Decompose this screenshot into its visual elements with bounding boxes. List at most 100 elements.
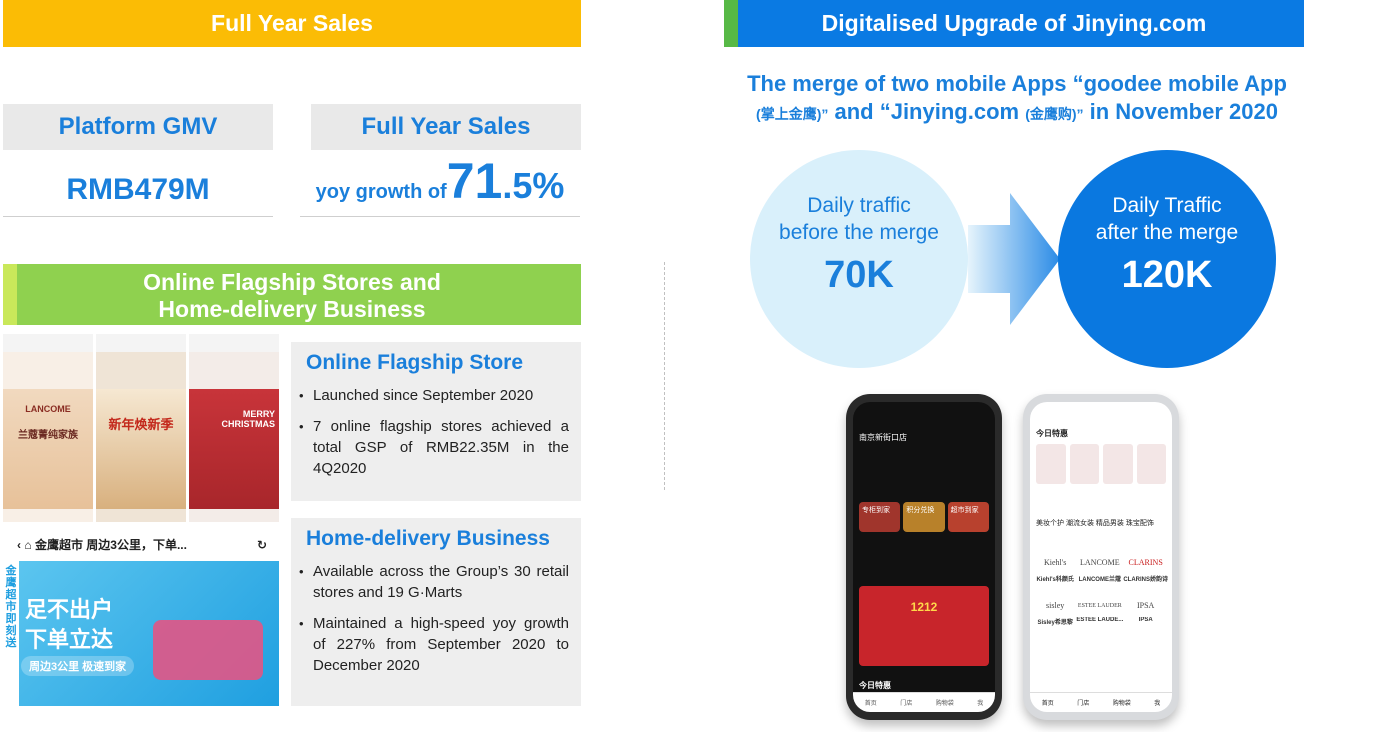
phone-mockup-store: 南京新街口店 专柜到家 积分兑换 超市到家 1212 今日特惠 首页 门店 购物… <box>846 394 1002 720</box>
bottom-nav: 首页 门店 购物袋 我 <box>853 692 995 712</box>
brand-name: Sisley希思黎 <box>1037 620 1073 626</box>
screenshot-headline-1: 足不出户 <box>25 597 114 622</box>
nav-store: 门店 <box>900 701 913 707</box>
screenshot-status-bar <box>3 334 93 352</box>
label-line-2: after the merge <box>1095 221 1239 244</box>
product-strip <box>1036 444 1166 484</box>
screenshot-topbar-text: 金鹰超市 周边3公里，下单... <box>34 538 187 552</box>
nav-bag: 购物袋 <box>1112 701 1131 707</box>
digital-upgrade-banner: Digitalised Upgrade of Jinying.com <box>724 0 1304 47</box>
service-card: 专柜到家 <box>859 502 901 532</box>
brand-name: CLARINS娇韵诗 <box>1123 577 1168 583</box>
brand-logo: LANCOME <box>1080 558 1120 567</box>
label-line-1: Daily traffic <box>807 194 911 217</box>
screenshot-hero <box>3 389 93 509</box>
merge-headline: The merge of two mobile Apps “goodee mob… <box>712 70 1322 128</box>
nav-home: 首页 <box>1041 701 1054 707</box>
banner-line-2: Home-delivery Business <box>158 296 426 322</box>
traffic-before-circle: Daily traffic before the merge 70K <box>750 150 968 368</box>
label-line-2: before the merge <box>779 221 939 244</box>
screenshot-text: 新年焕新季 <box>108 417 174 432</box>
brand-tile: ESTEE LAUDER ESTEE LAUDE... <box>1076 595 1123 626</box>
merge-date: in November 2020 <box>1083 99 1278 124</box>
bottom-nav: 首页 门店 购物袋 我 <box>1030 692 1172 712</box>
section-divider <box>664 262 665 490</box>
flagship-bullets: Launched since September 2020 7 online f… <box>291 375 581 479</box>
nav-me: 我 <box>977 701 984 707</box>
label-line-1: Daily Traffic <box>1112 194 1222 217</box>
service-card: 超市到家 <box>947 502 989 532</box>
refresh-icon: ↻ <box>256 538 267 552</box>
growth-dec: .5% <box>502 165 565 206</box>
product-thumb <box>1136 444 1166 484</box>
home-delivery-screenshot: ‹ ⌂ 金鹰超市 周边3公里，下单... ↻ 金鹰超市即刻送 足不出户 下单立达… <box>3 530 279 706</box>
brand-logo: sisley <box>1046 601 1065 610</box>
bullet-item: Available across the Group’s 30 retail s… <box>299 561 569 603</box>
brand-name: ESTEE LAUDE... <box>1076 617 1124 623</box>
today-deals-label: 今日特惠 <box>859 681 891 690</box>
flagship-screenshot-lancome: LANCOME 兰蔻菁纯家族 <box>3 334 93 522</box>
nav-bag: 购物袋 <box>935 701 954 707</box>
service-card: 积分兑换 <box>903 502 945 532</box>
cn-name-2: (金鹰购)” <box>1025 106 1084 122</box>
promo-poster: 1212 <box>859 586 989 666</box>
merge-text: and “Jinying.com <box>828 99 1026 124</box>
product-thumb <box>1036 444 1066 484</box>
banner-accent <box>724 0 738 47</box>
platform-gmv-heading: Platform GMV <box>3 104 273 150</box>
today-deals-label: 今日特惠 <box>1036 429 1068 438</box>
screenshot-status-bar <box>189 334 279 352</box>
brand-logo: CLARINS <box>1128 558 1163 567</box>
screenshot-topbar: ‹ ⌂ 金鹰超市 周边3公里，下单... ↻ <box>3 530 279 560</box>
product-thumb <box>1103 444 1133 484</box>
flagship-screenshot-dyson: 新年焕新季 <box>96 334 186 522</box>
yoy-growth-label: yoy growth of <box>315 181 447 203</box>
store-name: 南京新街口店 <box>859 433 907 442</box>
screenshot-text: 兰蔻菁纯家族 <box>18 430 78 441</box>
screenshot-pill: 周边3公里 极速到家 <box>21 656 135 676</box>
banner-accent <box>3 264 17 325</box>
growth-int: 71 <box>446 153 503 209</box>
product-thumb <box>1069 444 1099 484</box>
delivery-bullets: Available across the Group’s 30 retail s… <box>291 551 581 676</box>
brand-logo: Kiehl's <box>1043 558 1067 567</box>
flagship-title: Online Flagship Store <box>306 351 524 374</box>
screenshot-status-bar <box>96 334 186 352</box>
arrow-right-icon <box>968 193 1060 325</box>
flagship-screenshot-christmas: MERRY CHRISTMAS <box>189 334 279 522</box>
brand-tile: IPSA IPSA <box>1123 595 1168 626</box>
brand-name: LANCOME兰蔻 <box>1078 577 1121 583</box>
delivery-truck-illustration <box>153 620 263 680</box>
nav-store: 门店 <box>1077 701 1090 707</box>
brand-name: IPSA <box>1138 617 1153 623</box>
delivery-title: Home-delivery Business <box>306 527 550 550</box>
platform-gmv-value: RMB479M <box>3 160 273 217</box>
traffic-before-value: 70K <box>824 254 894 296</box>
bullet-item: Launched since September 2020 <box>299 385 569 406</box>
brand-tile: CLARINS CLARINS娇韵诗 <box>1123 552 1168 583</box>
screenshot-text: MERRY CHRISTMAS <box>221 409 276 429</box>
back-icon: ‹ <box>17 538 21 552</box>
nav-me: 我 <box>1154 701 1161 707</box>
cn-name-1: (掌上金鹰)” <box>756 106 829 122</box>
home-icon: ⌂ <box>24 538 32 552</box>
brand-logo: IPSA <box>1136 601 1155 610</box>
screenshot-hero <box>96 389 186 509</box>
delivery-info-box: Home-delivery Business Available across … <box>291 518 581 706</box>
screenshot-brand: LANCOME <box>25 404 71 414</box>
yoy-growth-value: yoy growth of71.5% <box>300 152 580 217</box>
bullet-item: 7 online flagship stores achieved a tota… <box>299 416 569 479</box>
full-year-sales-heading: Full Year Sales <box>311 104 581 150</box>
screenshot-headline-2: 下单立达 <box>25 627 114 652</box>
brand-name: Kiehl's科颜氏 <box>1036 577 1074 583</box>
brand-logo: ESTEE LAUDER <box>1077 603 1122 609</box>
bullet-item: Maintained a high-speed yoy growth of 22… <box>299 613 569 676</box>
screenshot-hero <box>189 389 279 509</box>
service-cards: 专柜到家 积分兑换 超市到家 <box>859 502 989 532</box>
merge-headline-line-2: (掌上金鹰)” and “Jinying.com (金鹰购)” in Novem… <box>712 98 1322 128</box>
banner-title: Full Year Sales <box>211 10 373 36</box>
